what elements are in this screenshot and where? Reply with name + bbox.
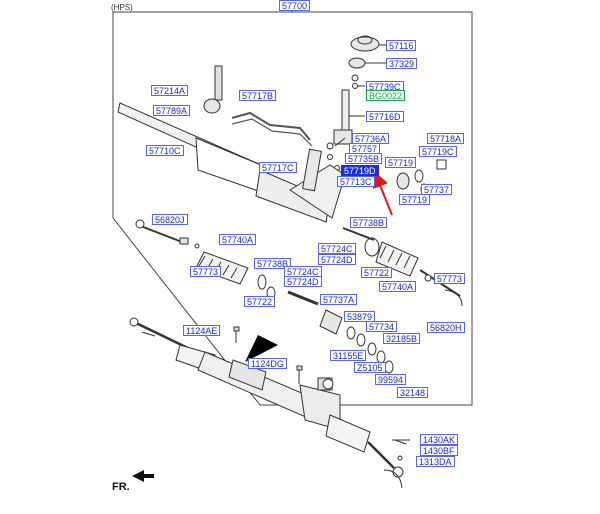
red-pointer-arrow — [373, 171, 393, 216]
part-label-57719D-selected[interactable]: 57719D — [341, 165, 379, 176]
part-label-57738B-right[interactable]: 57738B — [350, 217, 388, 228]
complete-gear-assembly — [129, 317, 407, 489]
part-label-Z5105[interactable]: Z5105 — [354, 362, 386, 373]
part-label-57724C-mid[interactable]: 57724C — [318, 243, 356, 254]
part-label-57773-right[interactable]: 57773 — [434, 273, 466, 284]
callout-pointer — [245, 335, 278, 362]
part-label-57773-left[interactable]: 57773 — [190, 266, 222, 277]
part-label-57734[interactable]: 57734 — [366, 321, 398, 332]
part-label-56820H[interactable]: 56820H — [427, 322, 465, 333]
part-label-57716D[interactable]: 57716D — [366, 111, 404, 122]
part-label-1124AE[interactable]: 1124AE — [183, 325, 221, 336]
part-label-57740A-right[interactable]: 57740A — [379, 281, 417, 292]
bolts — [233, 326, 410, 441]
part-label-31155E[interactable]: 31155E — [330, 350, 367, 361]
part-label-32148[interactable]: 32148 — [397, 387, 429, 398]
feed-tube-b — [231, 118, 313, 147]
part-label-57713C[interactable]: 57713C — [337, 176, 375, 187]
dust-cover-part — [333, 35, 386, 145]
feed-tube-a — [231, 111, 311, 141]
front-direction-label: FR. — [112, 481, 130, 493]
assembly-frame — [112, 11, 473, 406]
part-label-57789A[interactable]: 57789A — [153, 105, 191, 116]
part-label-37329[interactable]: 37329 — [386, 58, 418, 69]
part-label-32185B[interactable]: 32185B — [383, 333, 421, 344]
part-label-57724D-mid[interactable]: 57724D — [318, 254, 356, 265]
part-label-57718A[interactable]: 57718A — [427, 133, 465, 144]
part-label-57116[interactable]: 57116 — [386, 40, 417, 51]
part-label-53879[interactable]: 53879 — [344, 311, 376, 322]
part-label-56820J[interactable]: 56820J — [152, 214, 188, 225]
part-label-57735B[interactable]: 57735B — [345, 153, 383, 164]
part-label-57724D-left[interactable]: 57724D — [284, 276, 322, 287]
part-label-57717B[interactable]: 57717B — [239, 90, 277, 101]
assembly-label[interactable]: 57700 — [279, 0, 311, 11]
part-label-BG0022[interactable]: BG0022 — [366, 90, 406, 101]
part-label-1313DA[interactable]: 1313DA — [416, 456, 455, 467]
part-label-57710C[interactable]: 57710C — [146, 145, 184, 156]
part-label-57719-a[interactable]: 57719 — [385, 157, 417, 168]
header-note: (HPS) — [111, 3, 133, 12]
part-label-57722-left[interactable]: 57722 — [244, 296, 276, 307]
part-label-99594[interactable]: 99594 — [375, 374, 407, 385]
gear-housing — [117, 65, 346, 223]
part-label-57737A[interactable]: 57737A — [320, 294, 358, 305]
front-arrow-icon — [132, 470, 154, 482]
part-label-57722-right[interactable]: 57722 — [361, 267, 393, 278]
part-label-1124DG[interactable]: 1124DG — [248, 358, 287, 369]
part-label-57214A[interactable]: 57214A — [151, 85, 189, 96]
tie-rod-parts — [135, 219, 463, 374]
part-label-57719-b[interactable]: 57719 — [399, 194, 431, 205]
part-label-57717C[interactable]: 57717C — [259, 162, 297, 173]
part-label-57737[interactable]: 57737 — [421, 184, 453, 195]
part-label-57740A-left[interactable]: 57740A — [219, 234, 257, 245]
part-label-1430AK[interactable]: 1430AK — [420, 434, 459, 445]
part-label-57719C[interactable]: 57719C — [419, 146, 457, 157]
part-label-57738B-left[interactable]: 57738B — [254, 258, 292, 269]
part-label-1430BF[interactable]: 1430BF — [420, 445, 458, 456]
